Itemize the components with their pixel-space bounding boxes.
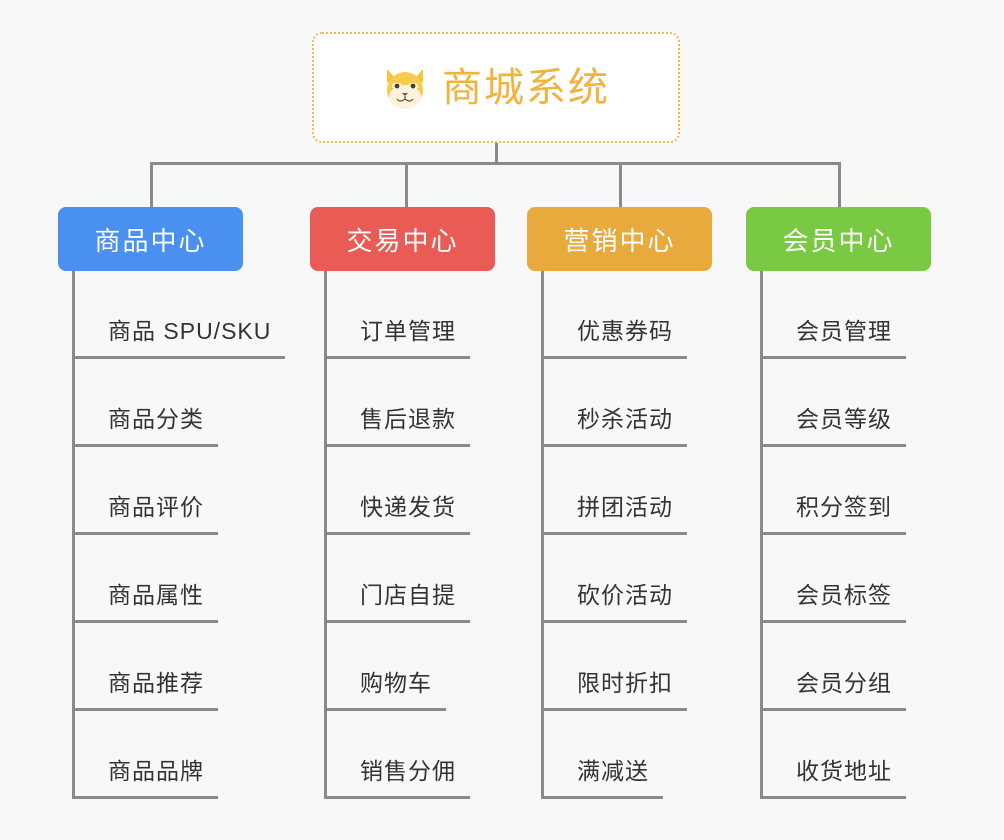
leaf-item[interactable]: 收货地址 <box>760 711 906 799</box>
leaf-underline: 满减送 <box>541 754 663 799</box>
leaf-item[interactable]: 快递发货 <box>324 447 470 535</box>
leaf-item[interactable]: 商品 SPU/SKU <box>72 271 286 359</box>
category-label-member: 会员中心 <box>782 225 895 256</box>
leaf-underline: 积分签到 <box>760 490 906 535</box>
leaf-underline: 购物车 <box>324 666 446 711</box>
leaf-item[interactable]: 商品评价 <box>72 447 218 535</box>
leaf-label: 快递发货 <box>360 494 456 520</box>
leaf-underline: 商品属性 <box>72 578 218 623</box>
category-label-trade: 交易中心 <box>346 225 459 256</box>
leaf-column-marketing: 优惠券码秒杀活动拼团活动砍价活动限时折扣满减送 <box>541 271 846 799</box>
leaf-label: 商品品牌 <box>108 758 204 784</box>
leaf-item[interactable]: 限时折扣 <box>541 623 687 711</box>
leaf-label: 商品评价 <box>108 494 204 520</box>
root-title: 商城系统 <box>442 65 610 110</box>
drop-line-trade <box>405 162 408 207</box>
leaf-underline: 限时折扣 <box>541 666 687 711</box>
leaf-label: 门店自提 <box>360 582 456 608</box>
leaf-column-member: 会员管理会员等级积分签到会员标签会员分组收货地址 <box>760 271 1004 799</box>
leaf-label: 优惠券码 <box>577 318 673 344</box>
leaf-label: 限时折扣 <box>577 670 673 696</box>
leaf-underline: 会员等级 <box>760 402 906 447</box>
leaf-label: 秒杀活动 <box>577 406 673 432</box>
leaf-item[interactable]: 秒杀活动 <box>541 359 687 447</box>
leaf-label: 会员分组 <box>796 670 892 696</box>
leaf-underline: 商品评价 <box>72 490 218 535</box>
category-label-marketing: 营销中心 <box>563 225 676 256</box>
category-box-member[interactable]: 会员中心 <box>746 207 931 271</box>
leaf-underline: 会员管理 <box>760 314 906 359</box>
category-label-product: 商品中心 <box>94 225 207 256</box>
leaf-underline: 拼团活动 <box>541 490 687 535</box>
category-box-trade[interactable]: 交易中心 <box>310 207 495 271</box>
leaf-item[interactable]: 商品属性 <box>72 535 218 623</box>
leaf-label: 购物车 <box>360 670 432 696</box>
leaf-item[interactable]: 砍价活动 <box>541 535 687 623</box>
spine-line-product <box>72 271 75 799</box>
leaf-item[interactable]: 会员分组 <box>760 623 906 711</box>
leaf-underline: 会员分组 <box>760 666 906 711</box>
leaf-column-product: 商品 SPU/SKU 商品分类商品评价商品属性商品推荐商品品牌 <box>72 271 377 799</box>
leaf-item[interactable]: 拼团活动 <box>541 447 687 535</box>
leaf-item[interactable]: 销售分佣 <box>324 711 470 799</box>
leaf-label: 砍价活动 <box>577 582 673 608</box>
leaf-underline: 商品品牌 <box>72 754 218 799</box>
leaf-underline: 售后退款 <box>324 402 470 447</box>
leaf-item[interactable]: 会员管理 <box>760 271 906 359</box>
horizontal-bus-line <box>150 162 841 165</box>
shiba-dog-face-icon <box>387 68 423 110</box>
leaf-item[interactable]: 积分签到 <box>760 447 906 535</box>
leaf-label: 会员等级 <box>796 406 892 432</box>
leaf-label: 商品推荐 <box>108 670 204 696</box>
leaf-label: 会员管理 <box>796 318 892 344</box>
leaf-label: 商品分类 <box>108 406 204 432</box>
root-stem-line <box>495 143 498 165</box>
leaf-label: 会员标签 <box>796 582 892 608</box>
spine-line-marketing <box>541 271 544 799</box>
spine-line-member <box>760 271 763 799</box>
leaf-item[interactable]: 会员标签 <box>760 535 906 623</box>
leaf-underline: 优惠券码 <box>541 314 687 359</box>
leaf-label: 商品 SPU/SKU <box>108 318 272 344</box>
leaf-label: 积分签到 <box>796 494 892 520</box>
leaf-label: 商品属性 <box>108 582 204 608</box>
leaf-item[interactable]: 商品分类 <box>72 359 218 447</box>
leaf-underline: 收货地址 <box>760 754 906 799</box>
leaf-underline: 商品推荐 <box>72 666 218 711</box>
leaf-item[interactable]: 门店自提 <box>324 535 470 623</box>
leaf-item[interactable]: 售后退款 <box>324 359 470 447</box>
leaf-label: 订单管理 <box>360 318 456 344</box>
leaf-underline: 订单管理 <box>324 314 470 359</box>
category-box-product[interactable]: 商品中心 <box>58 207 243 271</box>
leaf-column-trade: 订单管理售后退款快递发货门店自提购物车销售分佣 <box>324 271 629 799</box>
leaf-item[interactable]: 商品品牌 <box>72 711 218 799</box>
leaf-item[interactable]: 购物车 <box>324 623 446 711</box>
leaf-underline: 砍价活动 <box>541 578 687 623</box>
leaf-label: 销售分佣 <box>360 758 456 784</box>
leaf-label: 满减送 <box>577 758 649 784</box>
root-node[interactable]: 商城系统 <box>312 32 680 143</box>
drop-line-product <box>150 162 153 207</box>
leaf-label: 拼团活动 <box>577 494 673 520</box>
leaf-underline: 秒杀活动 <box>541 402 687 447</box>
leaf-underline: 销售分佣 <box>324 754 470 799</box>
leaf-underline: 快递发货 <box>324 490 470 535</box>
drop-line-member <box>838 162 841 207</box>
leaf-item[interactable]: 会员等级 <box>760 359 906 447</box>
leaf-label: 售后退款 <box>360 406 456 432</box>
leaf-item[interactable]: 订单管理 <box>324 271 470 359</box>
spine-line-trade <box>324 271 327 799</box>
leaf-item[interactable]: 优惠券码 <box>541 271 687 359</box>
leaf-underline: 商品分类 <box>72 402 218 447</box>
leaf-underline: 商品 SPU/SKU <box>72 314 286 359</box>
leaf-underline: 门店自提 <box>324 578 470 623</box>
category-box-marketing[interactable]: 营销中心 <box>527 207 712 271</box>
leaf-underline: 会员标签 <box>760 578 906 623</box>
drop-line-marketing <box>619 162 622 207</box>
leaf-item[interactable]: 满减送 <box>541 711 663 799</box>
leaf-item[interactable]: 商品推荐 <box>72 623 218 711</box>
leaf-label: 收货地址 <box>796 758 892 784</box>
